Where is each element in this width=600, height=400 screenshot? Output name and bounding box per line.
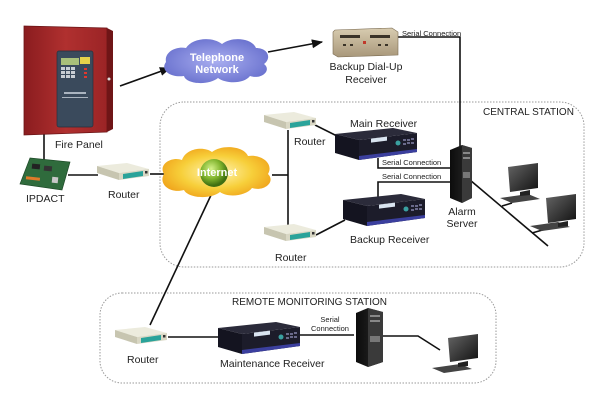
alarm-server-label-1: Alarm	[448, 206, 476, 218]
ipdact-board-icon	[19, 157, 71, 191]
remote-workstation-icon	[432, 334, 478, 373]
alarm-server-icon	[450, 145, 472, 203]
link-server-workstations	[469, 179, 549, 247]
dialup-label-2: Receiver	[345, 74, 387, 86]
serial-connection-remote-label-1: Serial	[320, 315, 340, 324]
main-receiver-icon	[335, 128, 417, 160]
internet-label: Internet	[197, 167, 238, 179]
router-remote-label: Router	[127, 354, 159, 366]
workstation-icon-1	[500, 163, 540, 203]
backup-receiver-label: Backup Receiver	[350, 234, 430, 246]
remote-station-label: REMOTE MONITORING STATION	[232, 297, 387, 308]
backup-dialup-receiver-icon	[332, 27, 399, 58]
serial-connection-backup-label: Serial Connection	[382, 172, 441, 181]
maintenance-receiver-icon	[218, 322, 300, 354]
link-workstation-1	[501, 202, 513, 207]
fire-panel-label: Fire Panel	[55, 139, 103, 151]
alarm-server-label-2: Server	[447, 218, 478, 230]
router-central-bottom-label: Router	[275, 252, 307, 264]
maintenance-receiver-label: Maintenance Receiver	[220, 358, 325, 370]
remote-server-icon	[356, 308, 383, 367]
central-station-label: CENTRAL STATION	[483, 107, 574, 118]
telephone-network-label-2: Network	[195, 64, 239, 76]
router-icon-left	[97, 163, 149, 180]
connections	[43, 36, 549, 351]
link-server-pc	[383, 335, 441, 351]
router-icon-central-top	[264, 112, 316, 129]
backup-receiver-icon	[343, 194, 425, 226]
link-router-backup	[315, 219, 346, 236]
central-station-region	[159, 101, 585, 268]
link-dialup-server	[398, 36, 461, 148]
router-icon-remote	[115, 327, 167, 344]
arrow-panel-telephone	[119, 67, 172, 87]
serial-connection-remote-label-2: Connection	[311, 324, 349, 333]
ipdact-label: IPDACT	[26, 193, 65, 205]
arrow-telephone-dialup	[267, 39, 324, 53]
internet-cloud	[162, 147, 271, 198]
dialup-label-1: Backup Dial-Up	[330, 61, 403, 73]
link-main-server	[377, 158, 452, 169]
link-backup-server	[377, 181, 452, 198]
router-central-top-label: Router	[294, 136, 326, 148]
telephone-network-cloud	[164, 39, 269, 84]
fire-panel-icon	[23, 25, 113, 136]
link-internet-remote	[149, 192, 213, 326]
workstation-icon-2	[530, 194, 576, 231]
serial-connection-dialup-label: Serial Connection	[402, 29, 461, 38]
globe-icon	[200, 159, 228, 187]
router-left-label: Router	[108, 189, 140, 201]
remote-station-region	[99, 292, 497, 384]
main-receiver-label: Main Receiver	[350, 118, 418, 130]
serial-connection-main-label: Serial Connection	[382, 158, 441, 167]
telephone-network-label-1: Telephone	[190, 52, 244, 64]
router-icon-central-bottom	[264, 224, 316, 241]
